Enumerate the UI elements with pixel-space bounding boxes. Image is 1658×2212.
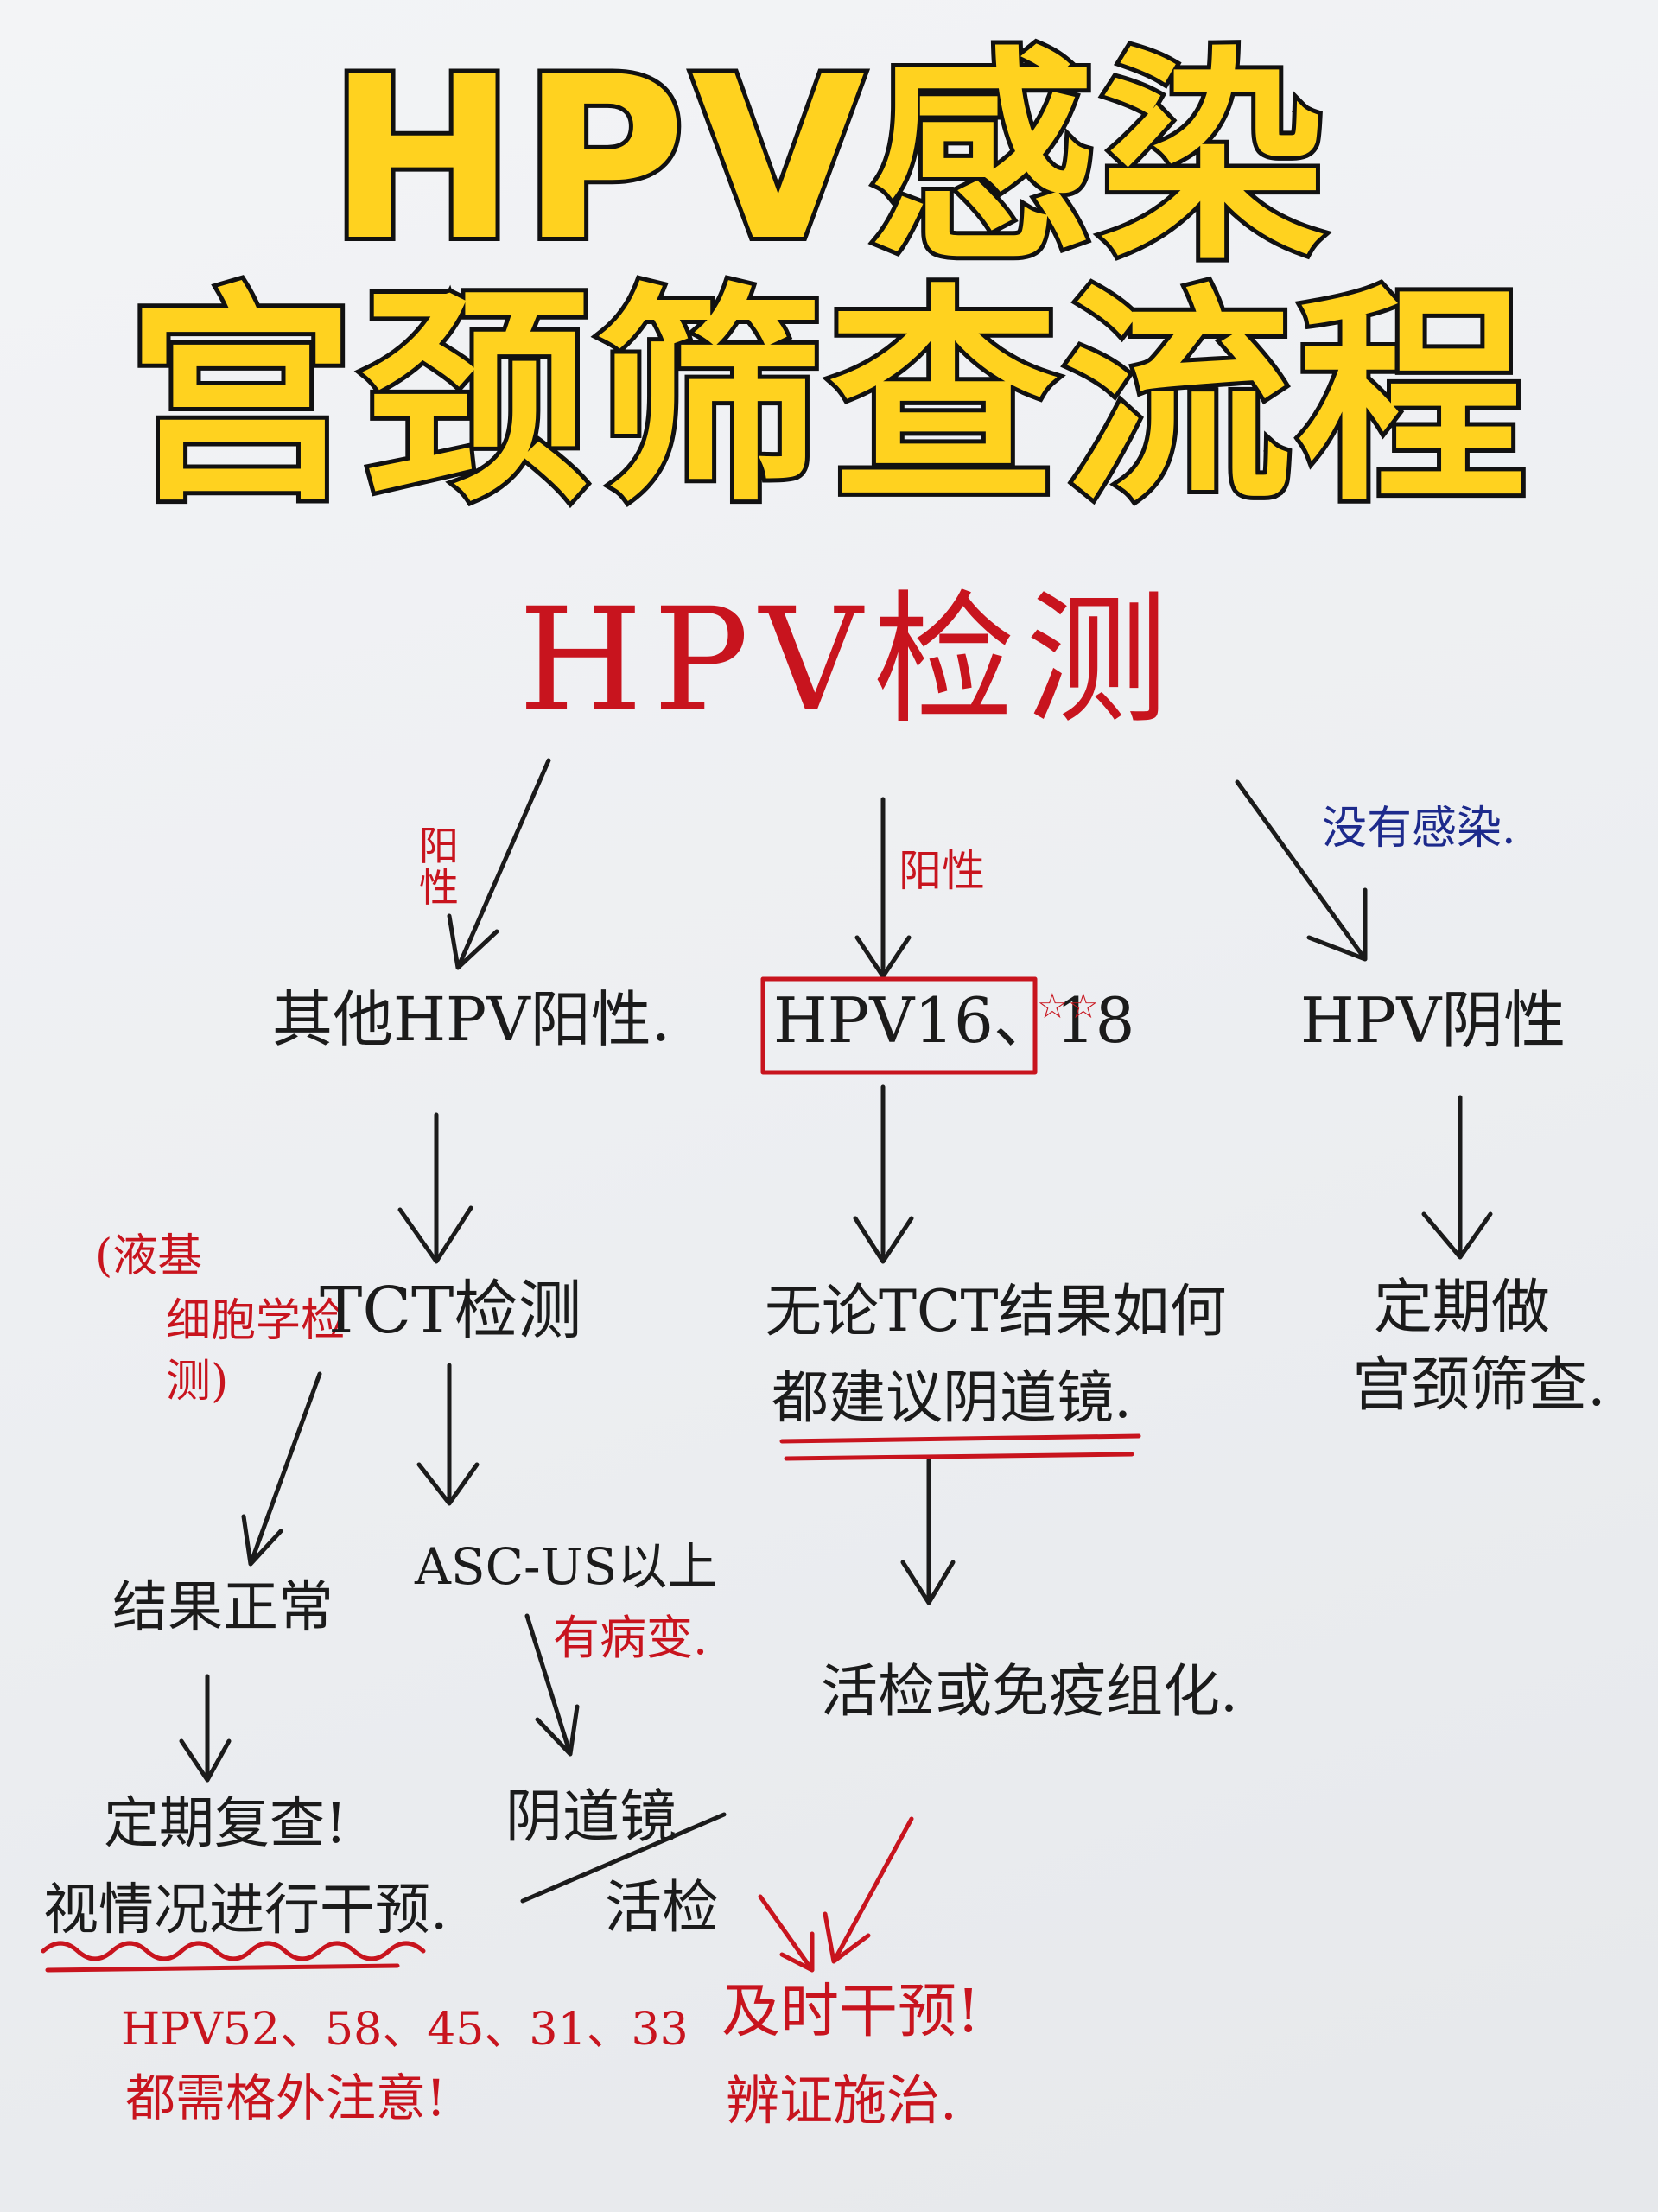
arrow-normal-to-followup	[179, 1674, 232, 1783]
lbc-note-line-3: 测)	[166, 1356, 229, 1408]
regular-followup-text: 定期复查!	[104, 1792, 347, 1856]
differential-treatment-text: 辨证施治.	[726, 2069, 957, 2132]
arrow-right-to-text	[1421, 1095, 1493, 1260]
hpv-negative-node: HPV阴性	[1300, 984, 1566, 1057]
left-edge-label: 阳性	[419, 823, 459, 912]
arrow-tct-to-ascus	[416, 1363, 480, 1506]
hpv-test-root: HPV检测	[518, 577, 1179, 743]
hpv-types-note-line-1: HPV52、58、45、31、33	[121, 2004, 689, 2056]
lbc-note-line-1: (液基	[95, 1230, 203, 1282]
title-line-2: 宫颈筛查流程	[123, 266, 1532, 532]
hpv-types-note-line-2: 都需格外注意!	[125, 2069, 447, 2127]
center-edge-label: 阳性	[899, 846, 985, 896]
timely-intervention-text: 及时干预!	[721, 1978, 981, 2046]
intervene-underline	[45, 1963, 400, 1973]
biopsy-node: 活检	[605, 1874, 719, 1941]
tct-test-node: TCT检测	[320, 1274, 582, 1348]
arrow-left-to-treat	[758, 1894, 815, 1973]
right-edge-label: 没有感染.	[1322, 803, 1516, 855]
ascus-above-node: ASC-US以上	[415, 1537, 718, 1596]
biopsy-or-ihc-node: 活检或免疫组化.	[821, 1658, 1238, 1725]
divider-colposcopy-biopsy	[520, 1812, 727, 1904]
center-underline	[779, 1433, 1141, 1461]
arrow-text-to-biopsy	[900, 1458, 956, 1605]
right-text-line-2: 宫颈筛查.	[1352, 1351, 1606, 1420]
lesion-edge-label: 有病变.	[553, 1611, 708, 1665]
center-text-line-2: 都建议阴道镜.	[772, 1364, 1132, 1431]
arrow-left-to-tct	[397, 1112, 473, 1264]
intervene-as-needed-text: 视情况进行干预.	[43, 1878, 448, 1942]
colposcopy-node: 阴道镜	[505, 1783, 677, 1850]
arrow-root-to-right	[1235, 779, 1368, 962]
lbc-note-line-2: 细胞学检	[166, 1295, 346, 1347]
arrow-root-to-center	[854, 797, 912, 979]
intervene-wavy-underline	[41, 1941, 426, 1961]
star-marks: ☆☆	[1037, 987, 1099, 1027]
other-hpv-positive-node: 其他HPV阳性.	[272, 984, 670, 1055]
hpv-16-18-box	[760, 976, 1038, 1075]
right-text-line-1: 定期做	[1374, 1274, 1551, 1342]
center-text-line-1: 无论TCT结果如何	[765, 1278, 1227, 1344]
arrow-biopsy-to-treat	[823, 1816, 914, 1964]
result-normal-node: 结果正常	[112, 1576, 334, 1640]
arrow-tct-to-normal	[241, 1371, 322, 1567]
arrow-center-to-text	[853, 1084, 914, 1264]
title-line-1: HPV感染	[324, 29, 1331, 290]
arrow-ascus-to-colposcopy	[524, 1613, 580, 1757]
arrow-root-to-left	[447, 758, 551, 970]
hpv-16-18-node: HPV16、18	[773, 984, 1135, 1057]
